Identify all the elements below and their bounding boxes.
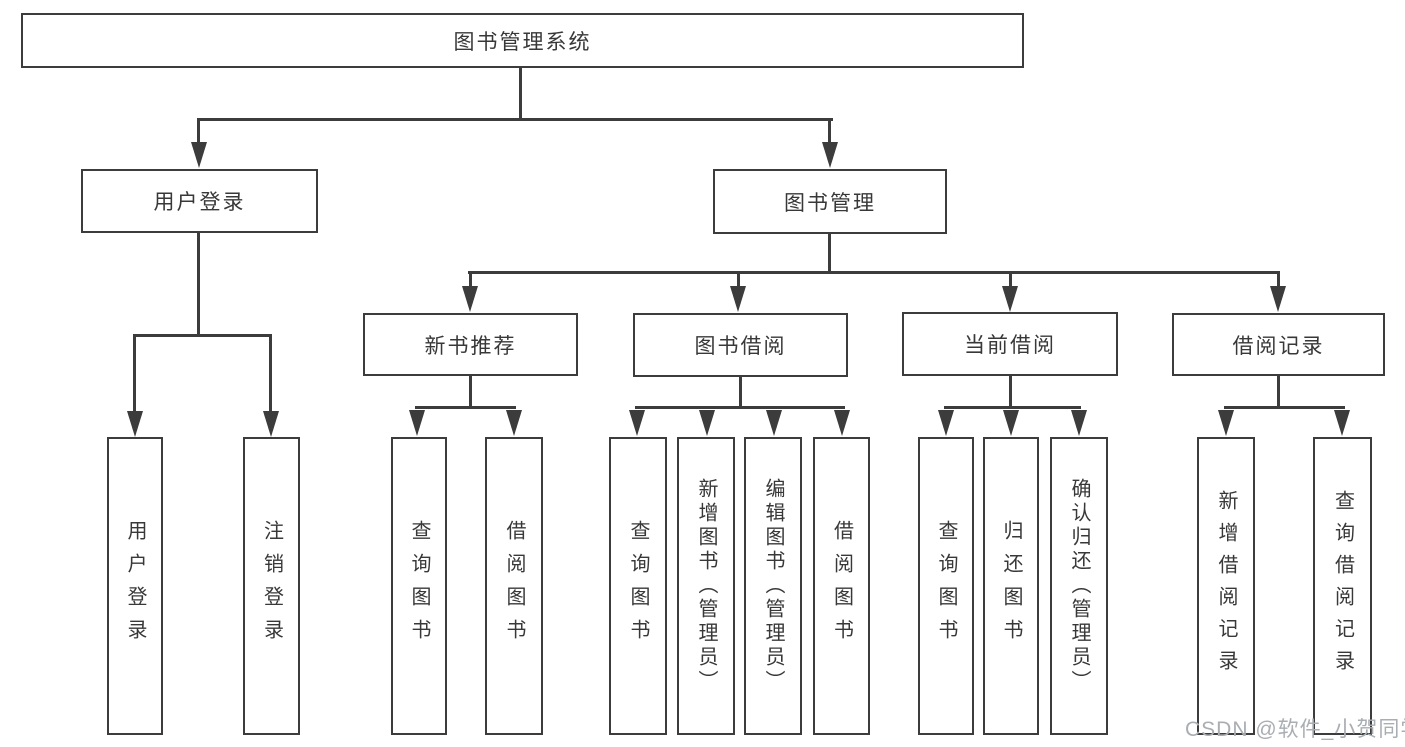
leaf-label: 借阅图书 (830, 520, 853, 652)
arrow-down-icon (1071, 410, 1087, 436)
node-borrow-records: 借阅记录 (1172, 313, 1385, 376)
connector-root-stem (519, 68, 522, 120)
arrow-down-icon (629, 410, 645, 436)
arrow-down-icon (699, 410, 715, 436)
arrow-down-icon (506, 410, 522, 436)
leaf-query-books-current: 查询图书 (918, 437, 974, 735)
leaf-borrow-books-recommend: 借阅图书 (485, 437, 543, 735)
node-root: 图书管理系统 (21, 13, 1024, 68)
connector-bookmgmt-arm3 (1009, 273, 1012, 288)
leaf-label: 新增图书（管理员） (695, 478, 717, 694)
connector-root-arm-right (828, 120, 831, 144)
arrow-down-icon (1270, 286, 1286, 312)
arrow-down-icon (1003, 410, 1019, 436)
connector-bookmgmt-arm4 (1277, 273, 1280, 288)
connector-bookmgmt-hbar (468, 271, 1280, 274)
connector-userlogin-arm1 (133, 336, 136, 412)
arrow-down-icon (462, 286, 478, 312)
connector-borrow-stem (739, 377, 742, 409)
leaf-edit-book-admin: 编辑图书（管理员） (744, 437, 802, 735)
leaf-label: 归还图书 (1000, 520, 1022, 652)
leaf-add-book-admin: 新增图书（管理员） (677, 437, 735, 735)
connector-recommend-stem (469, 376, 472, 409)
leaf-label: 查询借阅记录 (1331, 490, 1354, 682)
arrow-down-icon (730, 286, 746, 312)
arrow-down-icon (191, 142, 207, 168)
connector-bookmgmt-arm2 (737, 273, 740, 288)
leaf-label: 查询图书 (935, 520, 957, 652)
leaf-label: 借阅图书 (503, 520, 525, 652)
leaf-confirm-return-admin: 确认归还（管理员） (1050, 437, 1108, 735)
node-current-borrow: 当前借阅 (902, 312, 1118, 376)
connector-userlogin-hbar (133, 334, 272, 337)
connector-records-stem (1277, 376, 1280, 409)
node-book-management: 图书管理 (713, 169, 947, 234)
leaf-label: 查询图书 (627, 520, 649, 652)
connector-current-stem (1009, 376, 1012, 409)
connector-bookmgmt-arm1 (469, 273, 472, 288)
arrow-down-icon (822, 142, 838, 168)
connector-bookmgmt-stem (828, 234, 831, 274)
node-book-borrow: 图书借阅 (633, 313, 848, 377)
leaf-return-book: 归还图书 (983, 437, 1039, 735)
leaf-label: 查询图书 (408, 520, 430, 652)
node-user-login: 用户登录 (81, 169, 318, 233)
arrow-down-icon (766, 410, 782, 436)
leaf-query-books-recommend: 查询图书 (391, 437, 447, 735)
leaf-borrow-books-borrow: 借阅图书 (813, 437, 870, 735)
connector-records-hbar (1224, 406, 1345, 409)
arrow-down-icon (1218, 410, 1234, 436)
arrow-down-icon (127, 411, 143, 437)
connector-current-hbar (944, 406, 1081, 409)
connector-userlogin-stem (197, 233, 200, 337)
connector-borrow-hbar (635, 406, 845, 409)
leaf-logout: 注销登录 (243, 437, 300, 735)
leaf-query-borrow-record: 查询借阅记录 (1313, 437, 1372, 735)
arrow-down-icon (938, 410, 954, 436)
leaf-query-books-borrow: 查询图书 (609, 437, 667, 735)
leaf-label: 编辑图书（管理员） (762, 478, 784, 694)
leaf-label: 注销登录 (260, 520, 283, 652)
leaf-user-login: 用户登录 (107, 437, 163, 735)
connector-root-arm-left (197, 120, 200, 144)
leaf-add-borrow-record: 新增借阅记录 (1197, 437, 1255, 735)
arrow-down-icon (834, 410, 850, 436)
connector-root-hbar (197, 118, 833, 121)
connector-recommend-hbar (415, 406, 516, 409)
leaf-label: 用户登录 (124, 520, 146, 652)
connector-userlogin-arm2 (269, 336, 272, 412)
leaf-label: 新增借阅记录 (1215, 490, 1237, 682)
arrow-down-icon (409, 410, 425, 436)
csdn-watermark: CSDN @软件_小贺同学 (1185, 718, 1405, 741)
node-new-book-recommend: 新书推荐 (363, 313, 578, 376)
arrow-down-icon (1334, 410, 1350, 436)
arrow-down-icon (263, 411, 279, 437)
arrow-down-icon (1002, 286, 1018, 312)
leaf-label: 确认归还（管理员） (1068, 478, 1090, 694)
